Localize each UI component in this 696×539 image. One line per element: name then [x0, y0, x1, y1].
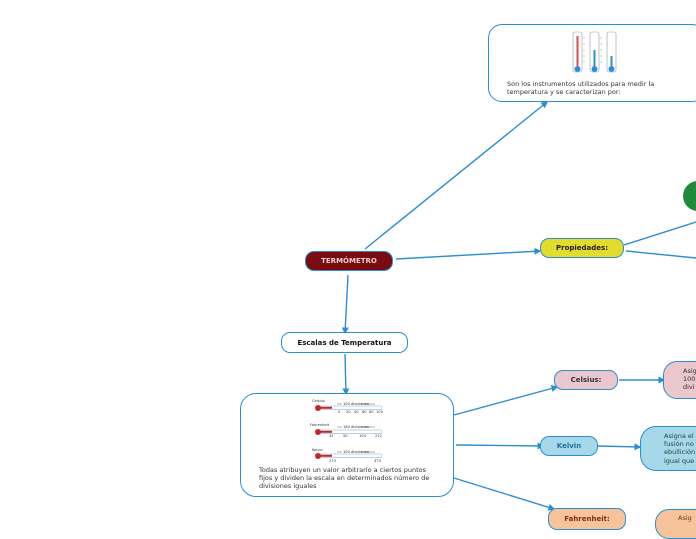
instrumentos-text: Son los instrumentos utilizados para med… — [507, 80, 655, 97]
kelvin-desc-text: Asigna el fusión no ebullición igual que — [664, 432, 696, 465]
scale-name-celsius: Celsius — [312, 399, 325, 403]
escalas-node[interactable]: Escalas de Temperatura — [281, 332, 408, 353]
connector-desc-celsius — [453, 385, 559, 416]
celsius-desc-text: Asig 100 divi — [683, 367, 696, 392]
scale-label-celsius: 100 divisiones — [343, 402, 369, 406]
connector-root-instrumentos — [364, 101, 549, 250]
connector-escalas-desc — [342, 353, 350, 396]
kelvin-desc-node[interactable] — [640, 426, 696, 471]
escalas-desc-node[interactable] — [240, 393, 454, 497]
celsius-desc-node[interactable] — [663, 361, 696, 399]
connector-desc-fahrenheit — [453, 477, 556, 511]
connector-root-escalas — [341, 274, 349, 335]
fahrenheit-node[interactable]: Fahrenheit: — [548, 508, 626, 530]
svg-text:0: 0 — [338, 410, 341, 414]
escalas-desc-text: Todas atribuyen un valor arbitrario a ci… — [259, 466, 430, 491]
svg-text:80: 80 — [369, 410, 374, 414]
connector-root-propiedades — [395, 247, 542, 260]
svg-text:32: 32 — [329, 434, 334, 438]
scale-label-kelvin: 100 divisiones — [343, 450, 369, 454]
scale-name-kelvin: Kelvin — [312, 448, 323, 452]
connector-kelvin-desc — [597, 443, 642, 451]
svg-text:373: 373 — [374, 459, 381, 463]
svg-text:273: 273 — [329, 459, 336, 463]
connector-propiedades-green — [623, 221, 696, 246]
connector-canvas — [341, 101, 696, 511]
svg-text:60: 60 — [362, 410, 367, 414]
svg-text:104: 104 — [359, 434, 367, 438]
svg-text:50: 50 — [343, 434, 348, 438]
scale-label-fahrenheit: 180 divisiones — [343, 425, 369, 429]
connector-propiedades-right — [625, 250, 696, 259]
svg-text:212: 212 — [375, 434, 382, 438]
scale-name-fahrenheit: Fahrenheit — [310, 423, 330, 427]
green-circle-node — [683, 181, 696, 211]
celsius-node[interactable]: Celsius: — [554, 370, 618, 390]
svg-text:40: 40 — [354, 410, 359, 414]
propiedades-node[interactable]: Propiedades: — [540, 238, 624, 258]
svg-text:20: 20 — [346, 410, 351, 414]
fahrenheit-desc-text: Asig — [678, 514, 692, 522]
root-node-termometro[interactable]: TERMÓMETRO — [305, 251, 393, 271]
temperature-scales-image: Celsius 100 divisiones 0 20 40 60 80 100… — [310, 399, 384, 463]
connector-desc-kelvin — [455, 442, 545, 450]
thermometers-icon — [572, 31, 617, 73]
svg-text:100: 100 — [376, 410, 384, 414]
kelvin-node[interactable]: Kelvin — [540, 436, 598, 456]
